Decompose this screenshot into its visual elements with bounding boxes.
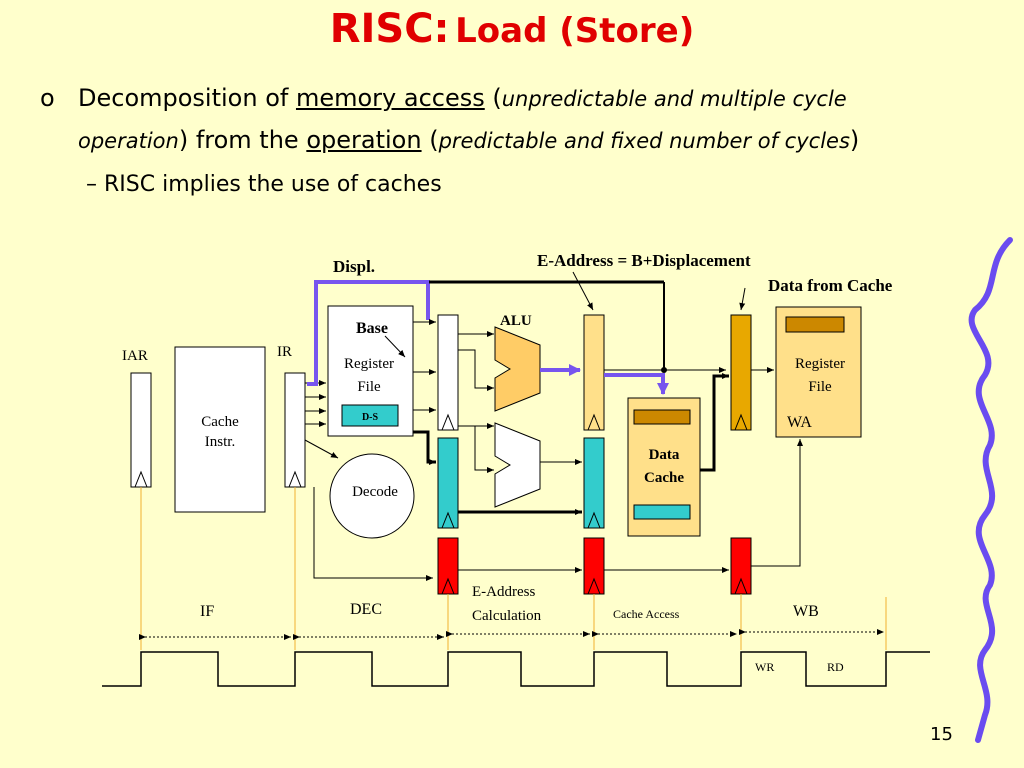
- wb-regfile-label-1: Register: [795, 356, 845, 372]
- alu-label: ALU: [500, 313, 532, 329]
- sub-bullet-marker: –: [86, 172, 97, 197]
- bullet1-italic-1: unpredictable and multiple cycle operati…: [78, 87, 847, 153]
- wb-regfile-label-2: File: [808, 379, 832, 395]
- alu-input-register: [437, 314, 459, 431]
- stage-dec: DEC: [350, 601, 382, 618]
- ds-label: D-S: [362, 412, 379, 423]
- decode-unit: [329, 453, 415, 539]
- decode-label: Decode: [352, 484, 398, 500]
- data-cache-line: [633, 504, 691, 520]
- instruction-cache: [174, 346, 266, 513]
- iar-label: IAR: [122, 348, 148, 364]
- displ-path: [307, 280, 430, 386]
- operation-term: operation: [306, 126, 422, 154]
- data-cache-label-2: Cache: [644, 470, 684, 486]
- clock-waveform: [102, 651, 930, 687]
- title-main: RISC:: [329, 6, 450, 52]
- stage-cache-access: Cache Access: [613, 607, 680, 621]
- cache-instr-label-1: Cache: [201, 414, 239, 430]
- ir-register: [284, 372, 306, 488]
- stage-wb: WB: [793, 603, 819, 620]
- cache-instr-label-2: Instr.: [205, 434, 235, 450]
- title-sub: Load (Store): [455, 11, 695, 51]
- red-register-1: [437, 537, 459, 595]
- bullet-decomposition: o Decomposition of memory access (unpred…: [40, 78, 940, 162]
- bullet-caches: – RISC implies the use of caches: [40, 164, 940, 205]
- slide-title: RISC: Load (Store): [0, 6, 1024, 52]
- red-register-3: [730, 537, 752, 595]
- regfile-label-2: File: [357, 379, 381, 395]
- wa-label: WA: [787, 414, 812, 431]
- address-register: [583, 314, 605, 431]
- page-number: 15: [930, 724, 953, 745]
- stage-if: IF: [200, 603, 214, 620]
- cyan-register-1: [437, 437, 459, 529]
- displ-label: Displ.: [333, 257, 375, 276]
- alu-shape: [494, 326, 541, 412]
- bullet1-italic-2: predictable and fixed number of cycles: [438, 129, 850, 153]
- data-cache-tag: [633, 409, 691, 425]
- bullet1-text-a: Decomposition of: [78, 84, 296, 112]
- wr-label: WR: [755, 660, 774, 674]
- bullet-marker: o: [40, 84, 55, 112]
- wb-regfile-entry: [785, 316, 845, 333]
- bullet1-text-e: ): [849, 126, 860, 154]
- base-label: Base: [356, 320, 388, 337]
- stage-eaddr-2: Calculation: [472, 608, 542, 624]
- cyan-register-2: [583, 437, 605, 529]
- iar-register: [130, 372, 152, 488]
- data-cache-label-1: Data: [649, 447, 680, 463]
- stage-eaddr-1: E-Address: [472, 584, 535, 600]
- data-from-cache-label: Data from Cache: [768, 276, 893, 295]
- bullet1-text-d: (: [421, 126, 439, 154]
- bullet1-text-c: ) from the: [178, 126, 307, 154]
- red-register-2: [583, 537, 605, 595]
- secondary-alu: [494, 422, 541, 508]
- rd-label: RD: [827, 660, 844, 674]
- decorative-wavy-border: [968, 237, 1013, 743]
- e-address-formula: E-Address = B+Displacement: [537, 251, 751, 270]
- regfile-label-1: Register: [344, 356, 394, 372]
- ir-label: IR: [277, 344, 292, 360]
- wb-data-register: [730, 314, 752, 431]
- bullet1-text-b: (: [484, 84, 502, 112]
- memory-access-term: memory access: [295, 84, 485, 112]
- ds-field: [341, 404, 399, 427]
- bullet-list: o Decomposition of memory access (unpred…: [40, 78, 940, 205]
- sub-bullet-text: RISC implies the use of caches: [104, 172, 442, 197]
